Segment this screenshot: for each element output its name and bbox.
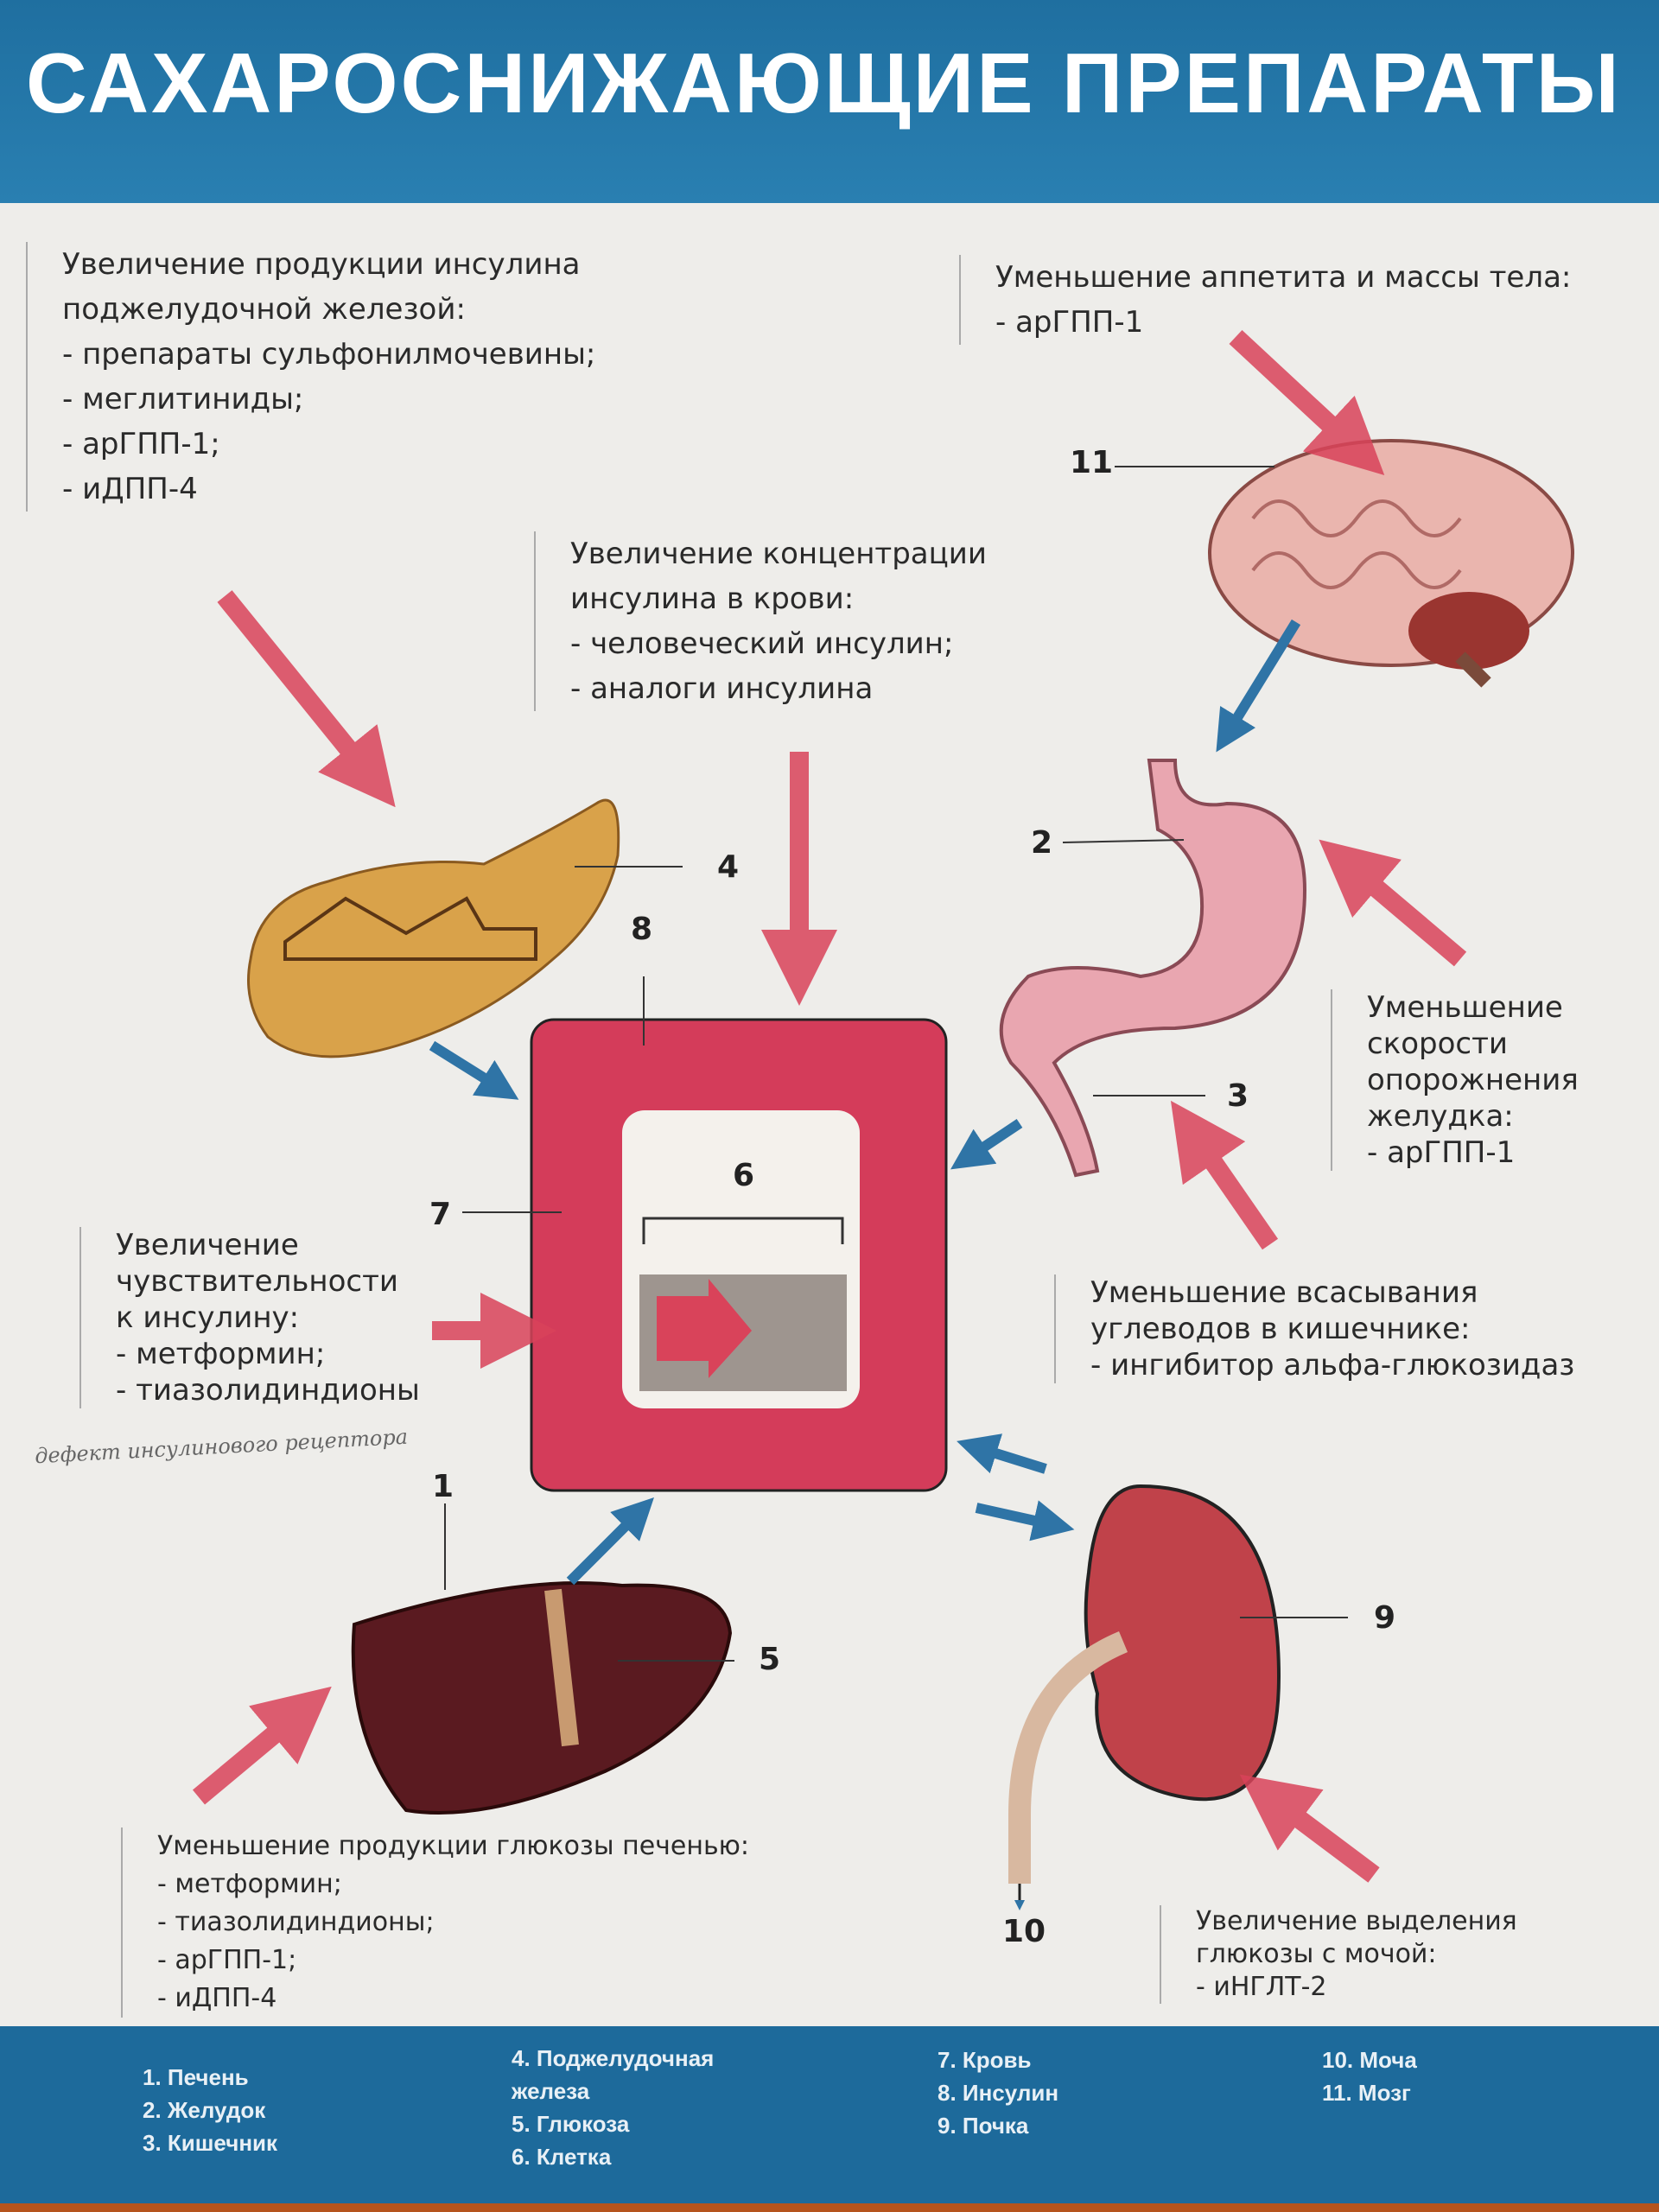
blue-arrow [950, 1119, 1023, 1170]
red-arrow [1319, 839, 1467, 967]
brain-text-block: Уменьшение аппетита и массы тела: - арГП… [959, 255, 1571, 345]
label-6: 6 [733, 1158, 755, 1193]
label-1: 1 [432, 1469, 454, 1504]
label-10: 10 [1002, 1914, 1046, 1949]
legend-item: 9. Почка [938, 2113, 1029, 2139]
heading-line: инсулина в крови: [570, 582, 855, 616]
red-arrow [192, 1686, 332, 1805]
label-9: 9 [1374, 1600, 1396, 1636]
heading-line: углеводов в кишечнике: [1090, 1312, 1471, 1346]
legend-item: 5. Глюкоза [512, 2111, 630, 2137]
heading-line: Уменьшение продукции глюкозы печенью: [157, 1831, 750, 1861]
drug-item: - арГПП-1 [995, 305, 1144, 340]
drug-item: - арГПП-1 [1367, 1135, 1516, 1170]
red-arrow [1170, 1100, 1279, 1250]
blue-arrow [957, 1433, 1047, 1474]
label-4: 4 [717, 849, 740, 885]
red-arrow [1239, 1774, 1380, 1883]
legend-item: 11. Мозг [1322, 2080, 1411, 2106]
drug-item: - тиазолидиндионы [116, 1373, 420, 1408]
drug-item: - человеческий инсулин; [570, 626, 954, 661]
heading-line: Увеличение выделения [1196, 1906, 1517, 1936]
blood-cell-frame [530, 1018, 948, 1492]
header-band: САХАРОСНИЖАЮЩИЕ ПРЕПАРАТЫ [0, 0, 1659, 212]
legend-column: 4. Поджелудочная железа 5. Глюкоза 6. Кл… [512, 2042, 771, 2173]
drug-item: - препараты сульфонилмочевины; [62, 337, 596, 372]
blue-arrow [1216, 619, 1301, 753]
red-arrow [217, 590, 396, 808]
legend-item: 3. Кишечник [143, 2130, 278, 2156]
liver-text-block: Уменьшение продукции глюкозы печенью: - … [121, 1827, 749, 2018]
legend-item: 7. Кровь [938, 2047, 1032, 2073]
liver-illustration [351, 1581, 733, 1815]
wooden-floor [0, 2203, 1659, 2212]
blue-arrow [975, 1500, 1075, 1541]
stomach-text-block: Уменьшение скорости опорожнения желудка:… [1331, 989, 1579, 1171]
pancreas-text-block: Увеличение продукции инсулина поджелудоч… [26, 242, 595, 512]
legend-column: 10. Моча 11. Мозг [1322, 2044, 1417, 2109]
legend-column: 7. Кровь 8. Инсулин 9. Почка [938, 2044, 1058, 2142]
brain-illustration [1208, 439, 1574, 688]
absorption-text-block: Уменьшение всасывания углеводов в кишечн… [1054, 1274, 1574, 1383]
poster-title: САХАРОСНИЖАЮЩИЕ ПРЕПАРАТЫ [26, 35, 1622, 130]
legend-item: 8. Инсулин [938, 2080, 1059, 2106]
label-11: 11 [1070, 445, 1114, 480]
kidney-illustration [1008, 1484, 1281, 1910]
label-2: 2 [1031, 825, 1053, 861]
heading-line: Увеличение концентрации [570, 537, 987, 571]
red-arrow [1229, 329, 1385, 475]
drug-item: - арГПП-1; [62, 427, 220, 461]
drug-item: - ингибитор альфа-глюкозидаз [1090, 1348, 1575, 1382]
label-7: 7 [429, 1197, 452, 1232]
blue-arrow [429, 1040, 519, 1100]
drug-item: - иДПП-4 [157, 1983, 277, 2013]
drug-item: - тиазолидиндионы; [157, 1907, 435, 1937]
legend-item: 2. Желудок [143, 2097, 266, 2123]
legend-item: 6. Клетка [512, 2144, 612, 2170]
drug-item: - меглитиниды; [62, 382, 304, 416]
heading-line: Уменьшение всасывания [1090, 1275, 1478, 1310]
legend-column: 1. Печень 2. Желудок 3. Кишечник [143, 2061, 277, 2159]
heading-line: скорости [1367, 1027, 1509, 1061]
drug-item: - иНГЛТ-2 [1196, 1972, 1327, 2002]
legend-item: 10. Моча [1322, 2047, 1417, 2073]
drug-item: - метформин; [157, 1869, 342, 1899]
pancreas-illustration [247, 798, 620, 1058]
sensitivity-text-block: Увеличение чувствительности к инсулину: … [79, 1227, 420, 1408]
drug-item: - иДПП-4 [62, 472, 198, 506]
legend-band: 1. Печень 2. Желудок 3. Кишечник 4. Подж… [0, 2026, 1659, 2212]
drug-item: - метформин; [116, 1337, 326, 1371]
heading-line: Уменьшение [1367, 990, 1563, 1025]
stomach-illustration [999, 759, 1307, 1178]
heading-line: Увеличение [116, 1228, 299, 1262]
heading-line: к инсулину: [116, 1300, 300, 1335]
kidney-text-block: Увеличение выделения глюкозы с мочой: - … [1160, 1905, 1517, 2004]
label-8: 8 [631, 912, 653, 947]
legend-item: 4. Поджелудочная железа [512, 2045, 715, 2104]
heading-line: опорожнения [1367, 1063, 1579, 1097]
insulin-text-block: Увеличение концентрации инсулина в крови… [534, 531, 987, 711]
heading-line: желудка: [1367, 1099, 1514, 1134]
heading-line: чувствительности [116, 1264, 399, 1299]
heading-line: Увеличение продукции инсулина [62, 247, 581, 282]
drug-item: - аналоги инсулина [570, 671, 874, 706]
heading-line: глюкозы с мочой: [1196, 1939, 1437, 1969]
heading-line: поджелудочной железой: [62, 292, 466, 327]
blue-arrow [566, 1497, 654, 1586]
label-3: 3 [1227, 1078, 1249, 1114]
drug-item: - арГПП-1; [157, 1945, 297, 1975]
label-5: 5 [759, 1642, 781, 1677]
heading-line: Уменьшение аппетита и массы тела: [995, 260, 1572, 295]
legend-item: 1. Печень [143, 2064, 249, 2090]
